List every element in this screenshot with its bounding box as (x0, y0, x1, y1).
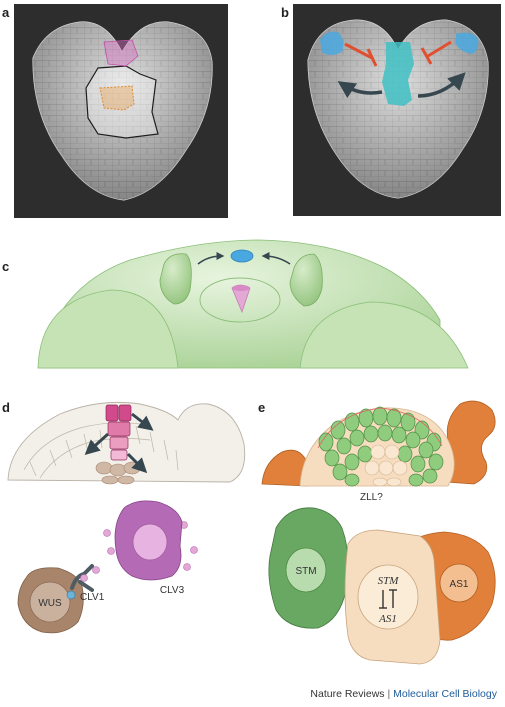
central-cream-cells (364, 444, 408, 487)
zll-label: ZLL? (360, 492, 383, 503)
panel-b: b (281, 4, 501, 216)
journal-section: Molecular Cell Biology (393, 688, 497, 700)
panel-d: d WUS C (2, 400, 246, 634)
cotyledon-tip-right-blue (456, 32, 479, 54)
clv3-label: CLV3 (160, 585, 185, 596)
arrow-d-down (126, 452, 148, 474)
as1-gene-label: AS1 (378, 613, 397, 625)
mutual-repression-symbol (379, 589, 397, 609)
clv1-ligand-bound (66, 590, 76, 600)
stm-gene-label: STM (378, 575, 400, 587)
growth-arrow-right (417, 72, 466, 98)
meristem-outline (85, 65, 159, 139)
arrow-from-right-primordium (261, 252, 291, 265)
journal-name: Nature Reviews (310, 688, 385, 700)
panel-e: e (258, 400, 496, 665)
arrow-from-left-primordium (197, 252, 225, 265)
panel-letter-d: d (2, 400, 10, 415)
stem-cell-column (105, 404, 132, 461)
primordium-right (289, 253, 323, 307)
inhibition-bracket-left (344, 42, 378, 67)
central-zone-pink (103, 39, 139, 67)
lobe-left (37, 289, 179, 369)
sem-shading-a (32, 21, 213, 200)
organizing-centre-orange (99, 85, 135, 111)
as1-label: AS1 (450, 579, 469, 590)
panel-letter-b: b (281, 5, 289, 20)
wus-nucleus (29, 581, 71, 623)
as1-nucleus (439, 563, 479, 603)
arrow-d-left (84, 432, 110, 456)
panel-letter-a: a (2, 5, 10, 20)
wus-label: WUS (38, 598, 62, 609)
wus-domain-cells (95, 461, 141, 485)
cotyledon-tip-left-blue (320, 31, 344, 55)
arrow-d-right (131, 412, 154, 431)
primordium-left (159, 253, 192, 305)
stm-domain-teal (382, 42, 414, 106)
clv3-nucleus (132, 523, 168, 561)
growth-arrow-left (337, 81, 383, 99)
lobe-right (299, 301, 469, 369)
sem-shading-b (308, 20, 489, 198)
panel-letter-c: c (2, 259, 9, 274)
inhibition-bracket-right (420, 40, 452, 65)
stm-nucleus (285, 547, 327, 593)
organizing-centre-top (232, 285, 250, 291)
clv3-peptides (80, 521, 198, 582)
central-zone-blue (230, 249, 254, 263)
peripheral-zone-ring (199, 277, 281, 323)
epidermis-highlight (317, 407, 443, 449)
clv1-label: CLV1 (80, 592, 105, 603)
cream-nucleus (357, 564, 419, 630)
panel-c: c (2, 239, 469, 369)
panel-letter-e: e (258, 400, 265, 415)
credit-separator: | (384, 688, 394, 700)
panel-a: a (2, 4, 228, 218)
clv1-receptor (70, 564, 94, 592)
figure-credit: Nature Reviews | Molecular Cell Biology (310, 688, 497, 700)
stm-label: STM (295, 566, 316, 577)
